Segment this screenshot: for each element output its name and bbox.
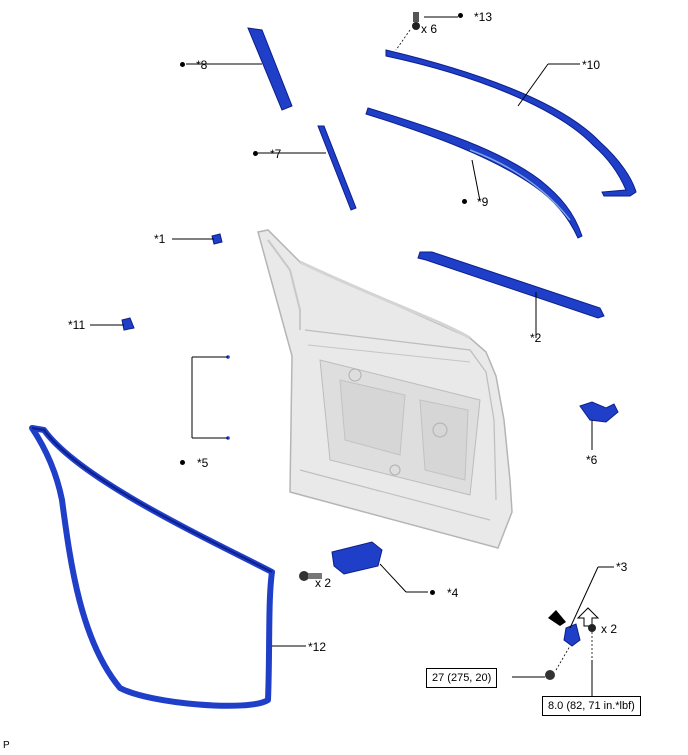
label-7: *7 xyxy=(270,147,282,161)
label-12: *12 xyxy=(308,640,327,654)
qty-3: x 2 xyxy=(601,622,618,636)
part-2 xyxy=(417,251,605,319)
label-6: *6 xyxy=(586,453,598,467)
part-12 xyxy=(29,425,275,709)
bullet-7 xyxy=(253,151,258,156)
bullet-4 xyxy=(430,590,435,595)
part-8 xyxy=(247,27,293,111)
part-6 xyxy=(579,401,619,423)
nut-icon xyxy=(588,624,596,632)
part-3 xyxy=(563,623,581,647)
label-8: *8 xyxy=(196,58,208,72)
corner-mark: P xyxy=(3,740,10,751)
part-1 xyxy=(211,233,223,245)
label-3: *3 xyxy=(616,560,628,574)
label-2: *2 xyxy=(530,331,542,345)
part-11 xyxy=(121,317,135,331)
label-1: *1 xyxy=(154,232,166,246)
label-13: *13 xyxy=(474,10,493,24)
qty-13: x 6 xyxy=(421,22,438,36)
arrow-outline-icon xyxy=(576,607,600,627)
label-11: *11 xyxy=(68,318,86,332)
label-9: *9 xyxy=(477,195,489,209)
screw-icon xyxy=(412,12,420,30)
label-5: *5 xyxy=(197,456,209,470)
leader-lines xyxy=(90,16,614,696)
part-9 xyxy=(365,107,583,239)
bullet-8 xyxy=(180,62,185,67)
torque-box-1: 27 (275, 20) xyxy=(426,668,498,688)
torque-box-2: 8.0 (82, 71 in.*lbf) xyxy=(542,696,641,716)
qty-4: x 2 xyxy=(315,576,332,590)
label-10: *10 xyxy=(582,58,601,72)
part-4 xyxy=(331,541,383,575)
bullet-5 xyxy=(180,460,185,465)
bolt-3-icon xyxy=(545,670,555,680)
arrow-black-icon xyxy=(548,610,566,626)
bullet-9 xyxy=(462,199,467,204)
bolt-icon xyxy=(299,571,322,581)
door-panel xyxy=(257,229,513,549)
bullet-13 xyxy=(458,13,463,18)
part-7 xyxy=(317,125,357,211)
label-4: *4 xyxy=(447,586,459,600)
